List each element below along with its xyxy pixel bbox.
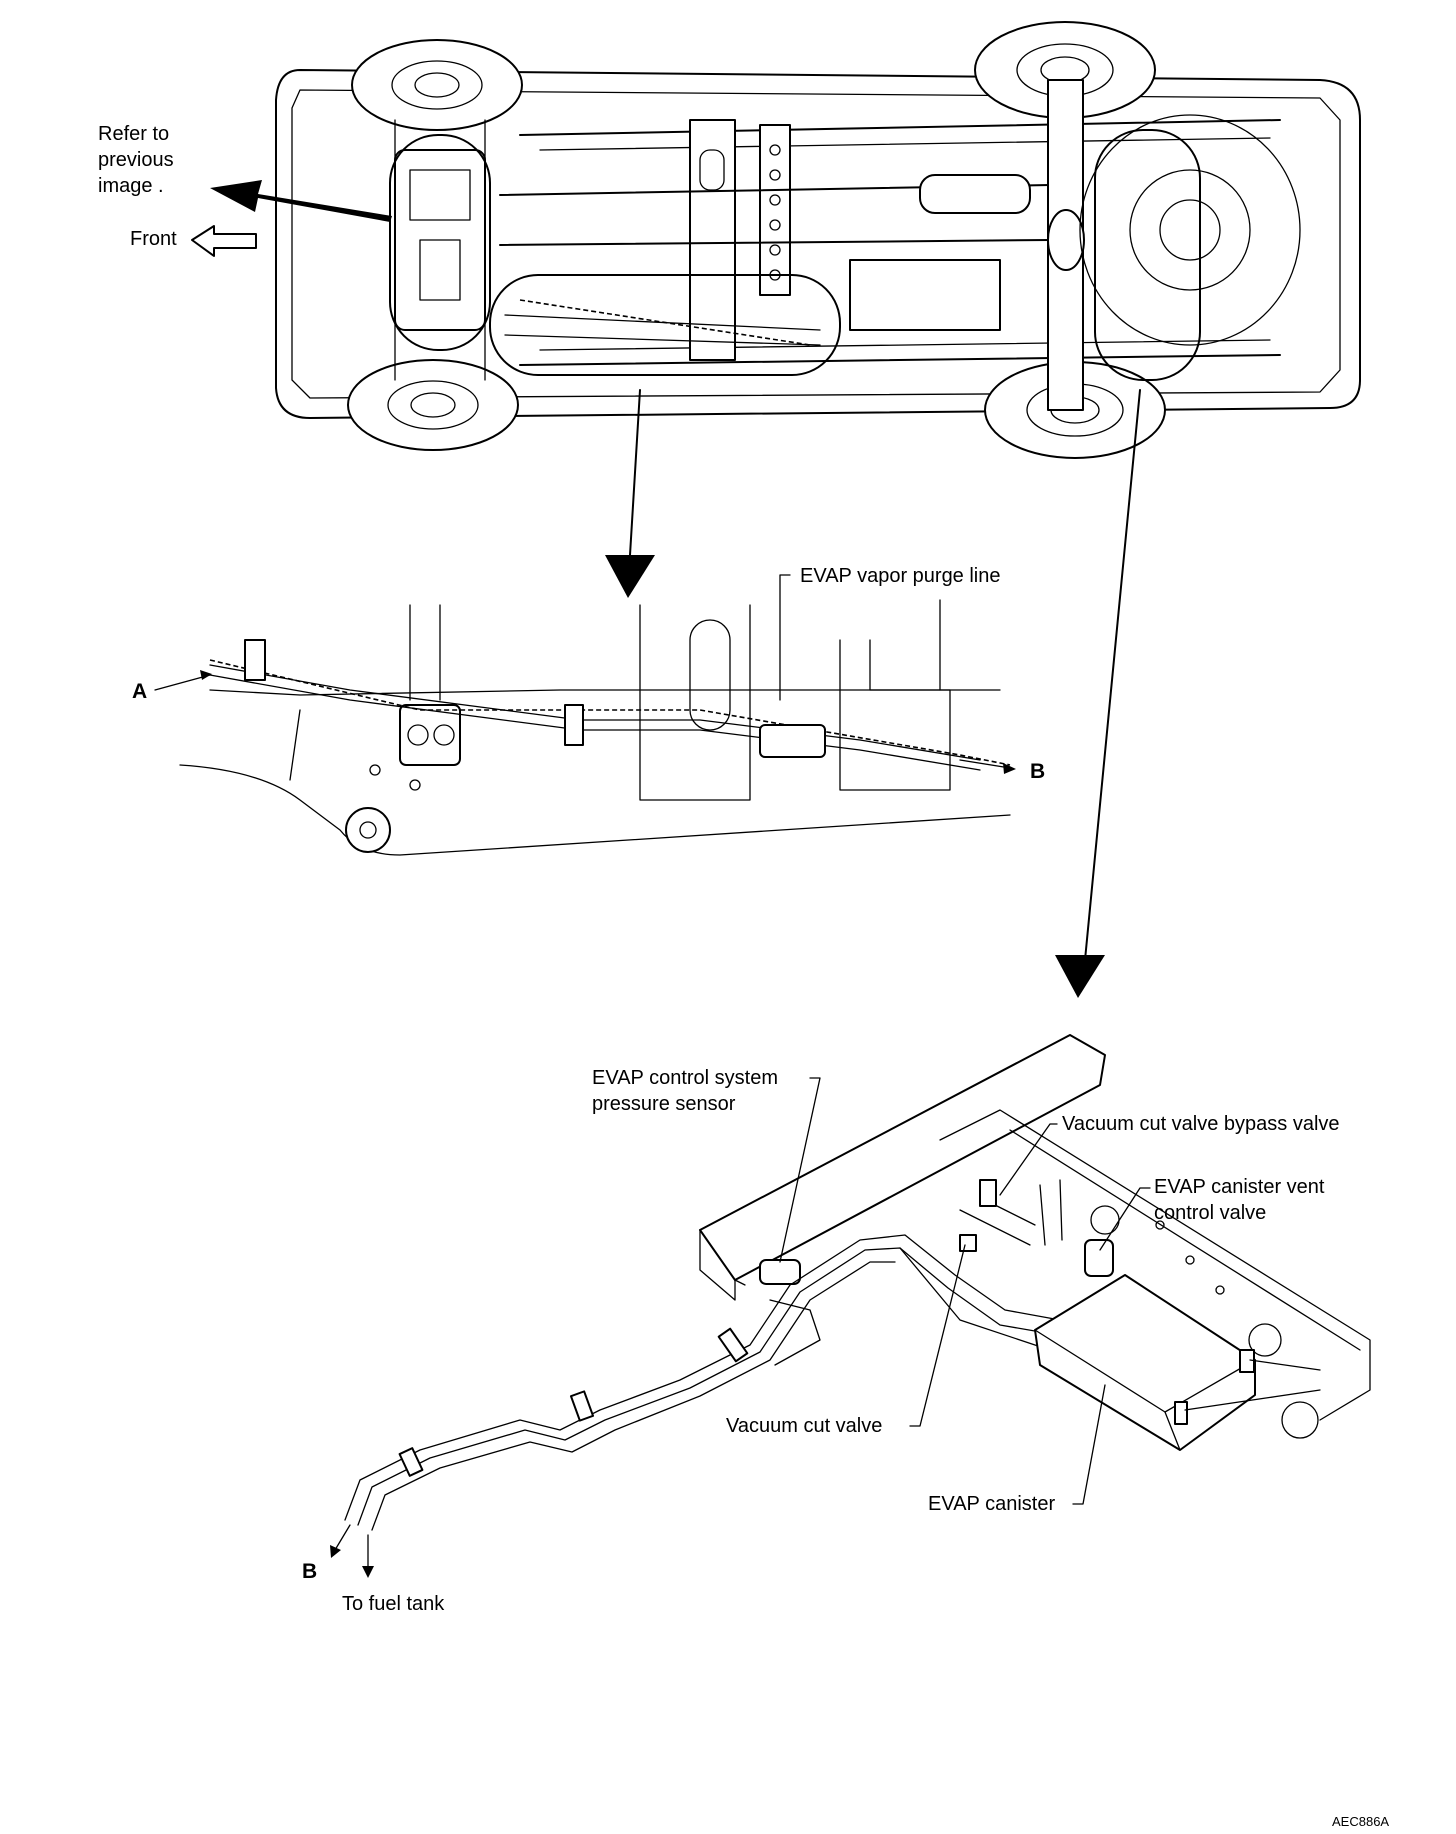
to-fuel-tank-label: To fuel tank [342,1593,445,1615]
refer-line1: Refer to [98,123,169,145]
pressure-sensor-body [759,1259,801,1285]
vacuum-cut-valve-label: Vacuum cut valve [726,1415,882,1437]
point-b-bottom-arrow-icon [330,1545,341,1558]
canister-area-detail: B To fuel tank [302,1034,1371,1615]
canister-vent-label-line1: EVAP canister vent [1154,1176,1325,1198]
to-fuel-tank-arrow-icon [362,1566,374,1578]
front-left-wheel [351,39,523,131]
front-arrow-icon [191,225,257,257]
arrow-down-to-detail-icon [605,555,655,598]
front-right-wheel [347,359,519,451]
pressure-sensor-label-line2: pressure sensor [592,1093,736,1115]
front-indicator: Front [130,225,257,257]
refer-line2: previous [98,149,174,171]
arrow-down-to-canister-icon [1055,955,1105,998]
front-area-highlight [389,134,491,351]
point-b-arrow-icon [1003,763,1016,774]
evap-canister-body [1034,1274,1256,1451]
refer-previous-image-note: Refer to previous image . [98,123,392,222]
canister-area-callouts: EVAP control system pressure sensor Vacu… [592,1067,1340,1515]
point-a-label: A [132,680,147,703]
refer-arrow-icon [210,180,392,222]
vacuum-cut-valve-bypass-label: Vacuum cut valve bypass valve [1062,1113,1340,1135]
figure-code: AEC886A [1332,1814,1389,1829]
point-b-bottom-label: B [302,1560,317,1583]
front-label: Front [130,228,177,250]
point-a-arrow-icon [200,670,212,680]
evap-canister-label: EVAP canister [928,1493,1055,1515]
point-b-top-label: B [1030,760,1045,783]
purge-line-detail: A B EVAP vapor purge line [132,565,1045,856]
pressure-sensor-label-line1: EVAP control system [592,1067,778,1089]
canister-vent-label-line2: control valve [1154,1202,1266,1224]
refer-line3: image . [98,175,164,197]
mid-line-highlight [489,274,841,376]
rear-canister-highlight [1094,129,1201,381]
pointer-arrows [605,389,1141,998]
vehicle-underside-view [275,21,1361,459]
evap-vapor-purge-line-label: EVAP vapor purge line [800,565,1001,587]
